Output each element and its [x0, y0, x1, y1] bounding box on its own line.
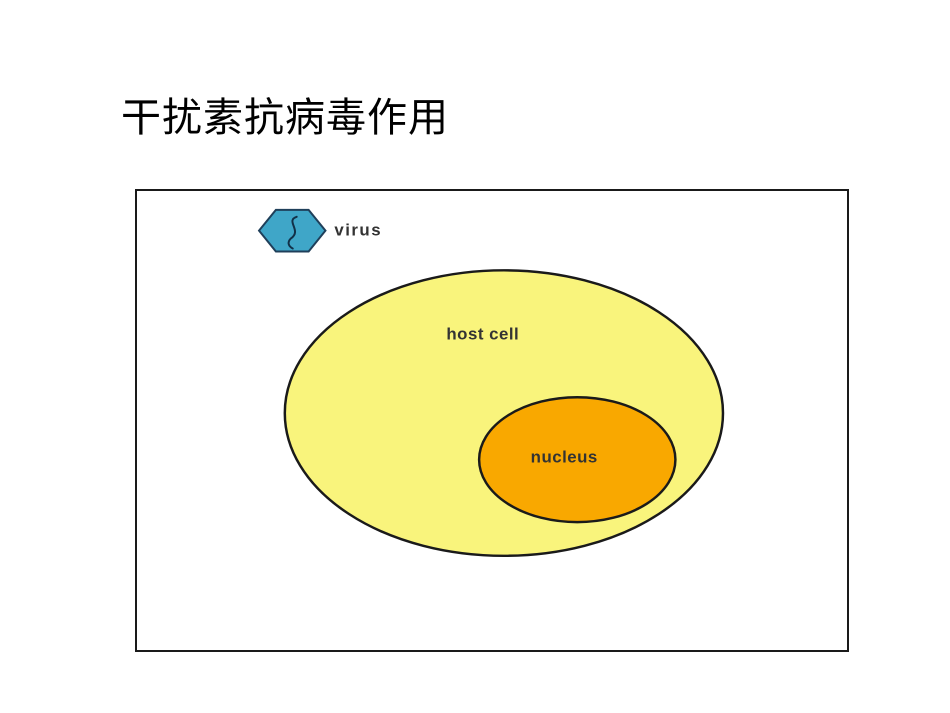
virus-hexagon-icon [257, 208, 327, 253]
virus-genome-strand [287, 215, 298, 250]
page-title: 干扰素抗病毒作用 [121, 95, 449, 141]
virus-label: virus [334, 221, 382, 240]
virus-legend: virus [257, 208, 382, 253]
diagram-frame: virus host cell nucleus [135, 189, 849, 652]
cell-diagram: virus host cell nucleus [257, 208, 725, 558]
host-cell [283, 269, 725, 558]
nucleus [477, 395, 677, 524]
host-cell-label: host cell [446, 325, 519, 344]
nucleus-label: nucleus [531, 448, 598, 467]
